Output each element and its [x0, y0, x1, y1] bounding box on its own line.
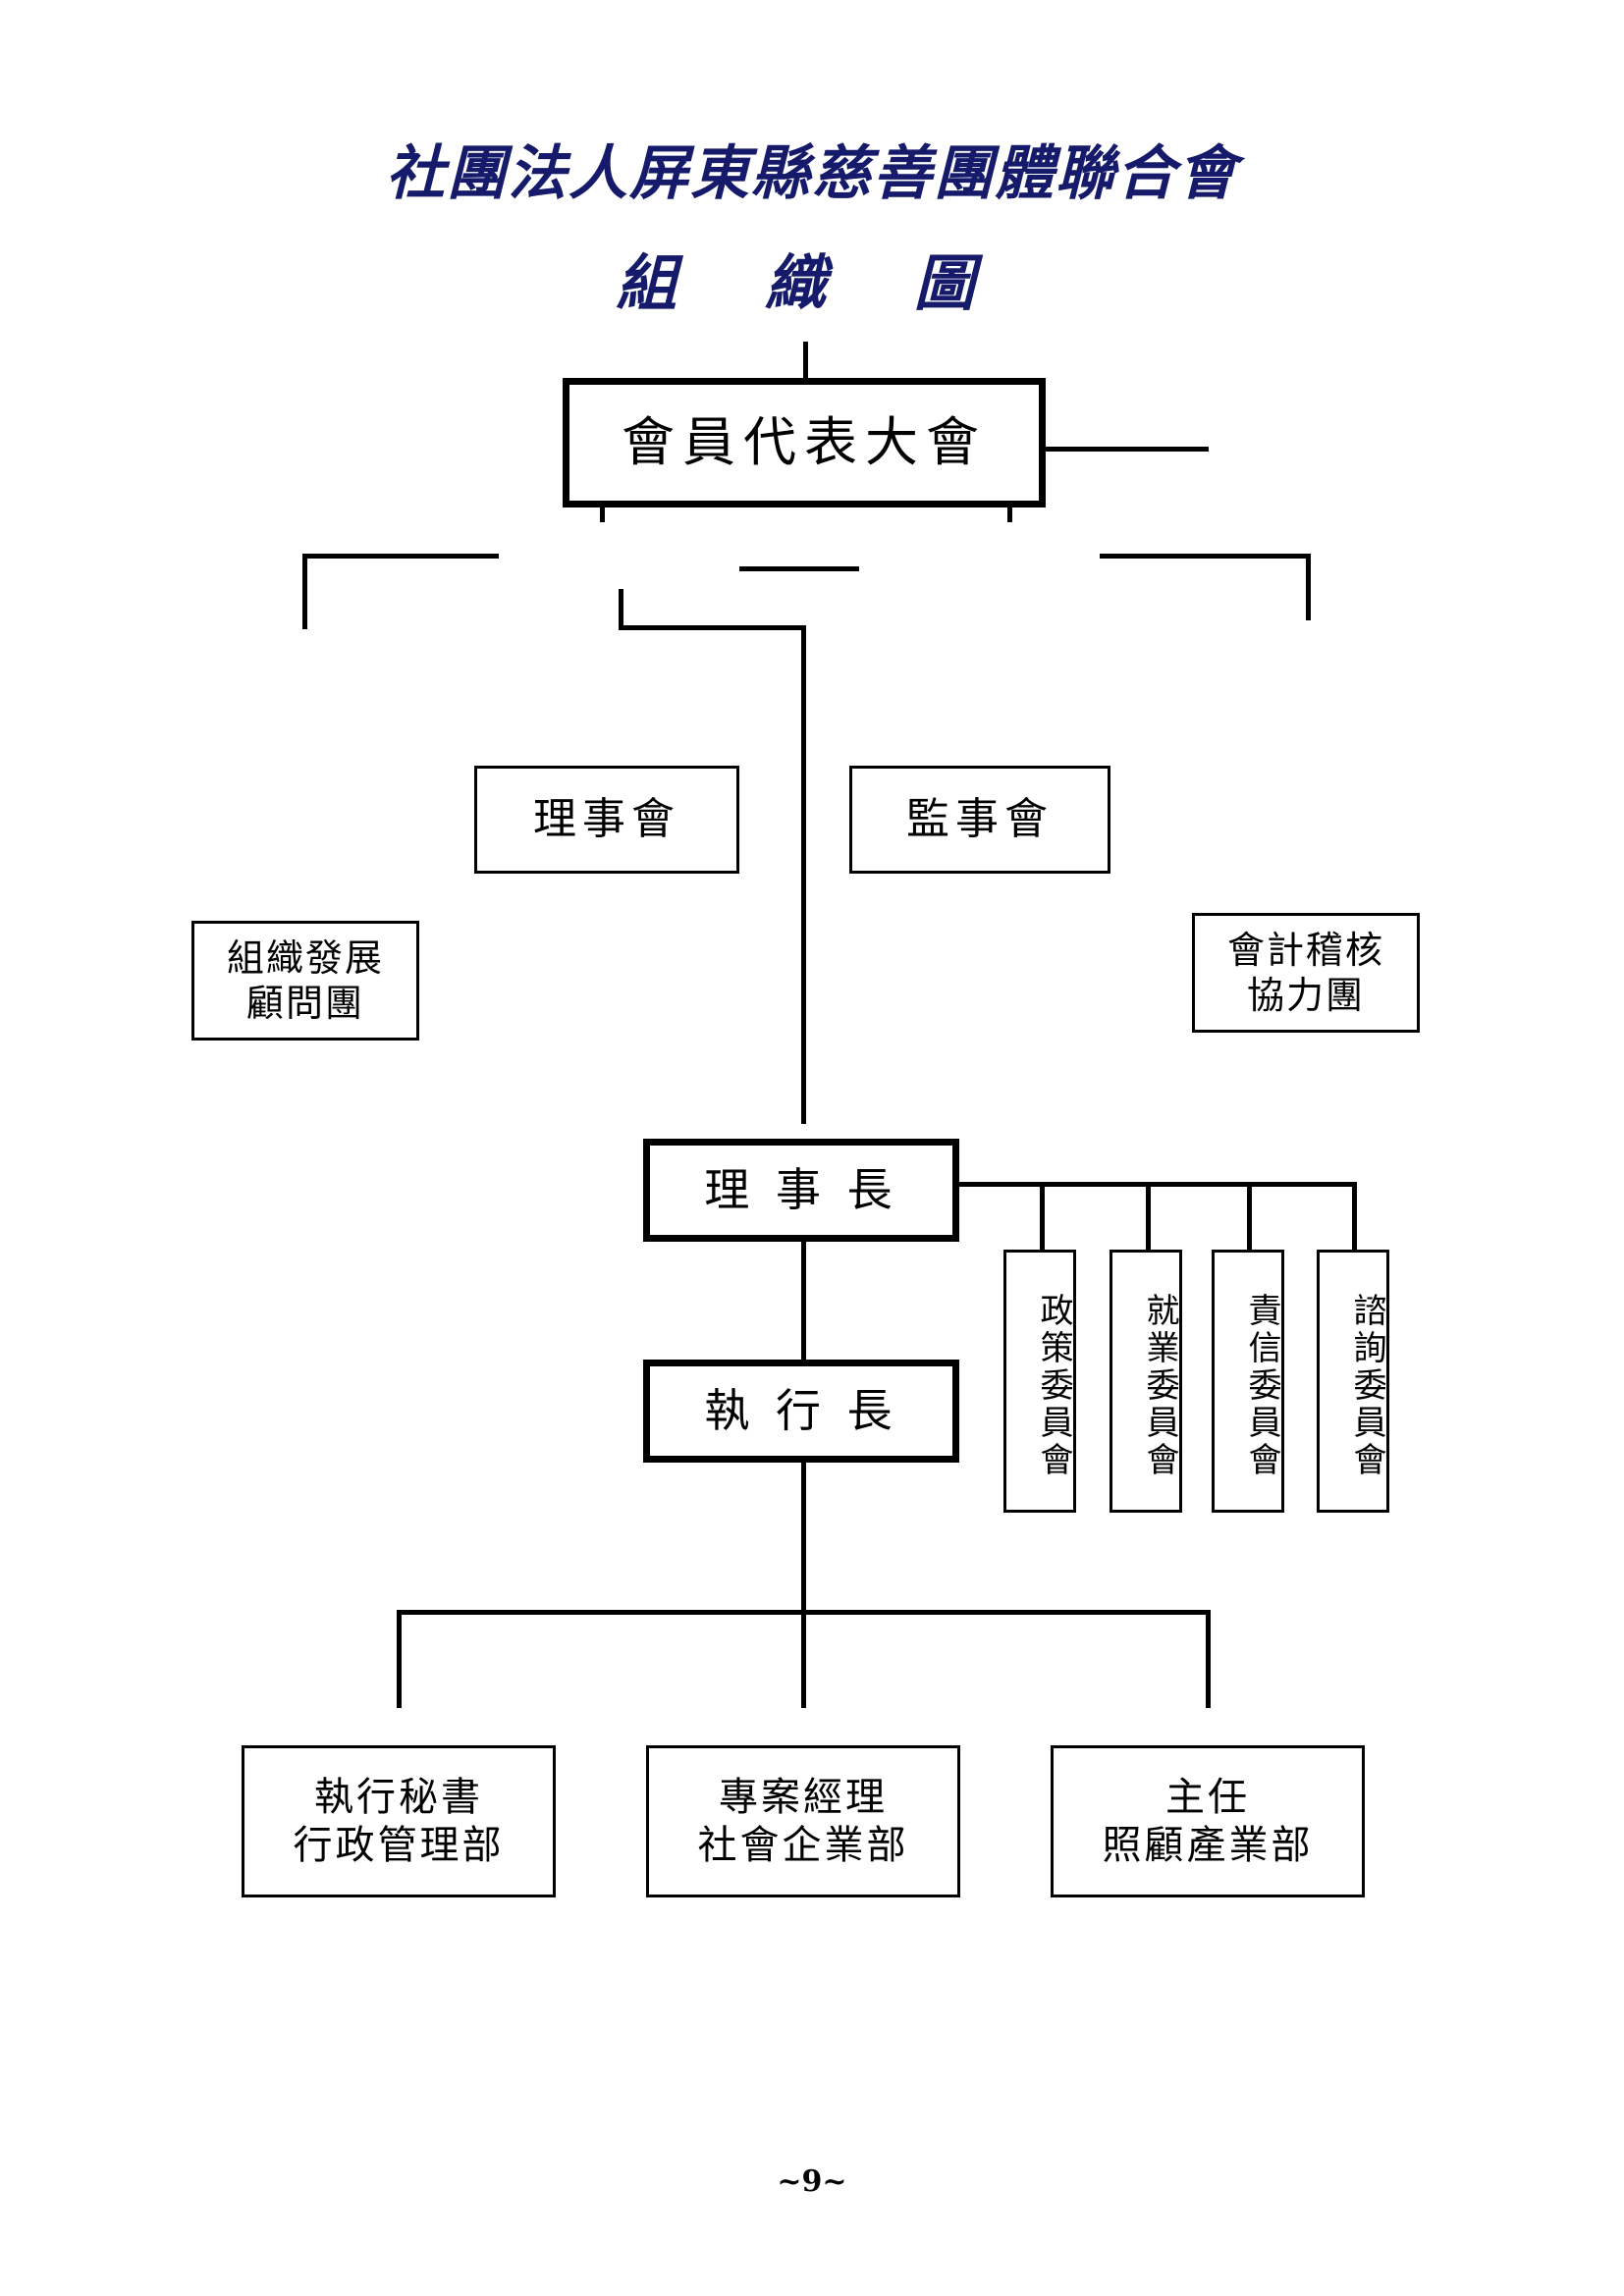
node-label: 執 行 長 — [704, 1384, 898, 1438]
node-accountability-committee[interactable]: 責信委員會 — [1212, 1250, 1284, 1513]
connector-orgdev-drop — [302, 554, 307, 629]
node-accounting-audit-support-group[interactable]: 會計稽核 協力團 — [1192, 913, 1420, 1033]
node-board-of-directors[interactable]: 理事會 — [474, 766, 739, 874]
node-care-industry-department[interactable]: 主任 照顧產業部 — [1051, 1745, 1365, 1897]
node-label-line1: 專案經理 — [719, 1774, 888, 1820]
node-label: 理事會 — [533, 794, 680, 845]
node-label-line1: 主任 — [1165, 1774, 1250, 1820]
node-executive-director[interactable]: 執 行 長 — [643, 1360, 959, 1463]
node-label: 就業委員會 — [1140, 1293, 1179, 1479]
node-board-of-supervisors[interactable]: 監事會 — [849, 766, 1110, 874]
connector-committee-drop-advisory — [1352, 1182, 1357, 1254]
node-label: 諮詢委員會 — [1347, 1293, 1386, 1479]
connector-board-left-arm — [302, 554, 499, 559]
connector-chairman-down — [801, 625, 806, 1124]
node-label-line1: 組織發展 — [226, 935, 384, 980]
node-member-assembly[interactable]: 會員代表大會 — [563, 378, 1046, 507]
connector-audit-drop — [1306, 554, 1311, 620]
node-label-line2: 協力團 — [1246, 974, 1365, 1017]
node-label-line2: 顧問團 — [245, 982, 364, 1025]
node-advisory-committee[interactable]: 諮詢委員會 — [1317, 1250, 1389, 1513]
connector-chairman-to-ceo — [801, 1176, 806, 1362]
node-label: 監事會 — [906, 794, 1054, 845]
node-label-line2: 社會企業部 — [697, 1822, 909, 1868]
connector-department-drop-admin — [397, 1610, 402, 1708]
connector-committee-drop-accountability — [1247, 1182, 1252, 1254]
node-label: 會員代表大會 — [622, 411, 987, 474]
page-number: ~9~ — [777, 2164, 847, 2199]
node-policy-committee[interactable]: 政策委員會 — [1003, 1250, 1076, 1513]
connector-ceo-down — [801, 1448, 806, 1708]
node-label-line1: 執行秘書 — [314, 1774, 483, 1820]
node-label-line2: 行政管理部 — [293, 1822, 505, 1868]
connector-committee-drop-employment — [1146, 1182, 1151, 1254]
connector-committee-bus — [954, 1182, 1356, 1187]
connector-chairman-feed — [619, 625, 805, 630]
node-chairman[interactable]: 理 事 長 — [643, 1139, 959, 1242]
connector-department-drop-social — [801, 1610, 806, 1708]
node-employment-committee[interactable]: 就業委員會 — [1110, 1250, 1182, 1513]
page-subtitle: 組 織 圖 — [616, 247, 1008, 319]
node-organization-development-advisory-group[interactable]: 組織發展 顧問團 — [191, 921, 419, 1041]
node-label-line2: 照顧產業部 — [1102, 1822, 1314, 1868]
node-label: 理 事 長 — [704, 1163, 898, 1217]
connector-supervisor-right-arm — [1100, 554, 1311, 559]
connector-committee-drop-policy — [1040, 1182, 1045, 1254]
node-label: 政策委員會 — [1034, 1293, 1073, 1479]
node-label: 責信委員會 — [1242, 1293, 1281, 1479]
node-administration-department[interactable]: 執行秘書 行政管理部 — [242, 1745, 556, 1897]
page-title: 社團法人屏東縣慈善團體聯合會 — [386, 139, 1238, 208]
connector-board-to-chairman — [619, 589, 623, 628]
connector-board-supervisor-link — [739, 566, 859, 571]
node-social-enterprise-department[interactable]: 專案經理 社會企業部 — [646, 1745, 960, 1897]
connector-department-drop-care — [1206, 1610, 1211, 1708]
node-label-line1: 會計稽核 — [1226, 928, 1384, 972]
